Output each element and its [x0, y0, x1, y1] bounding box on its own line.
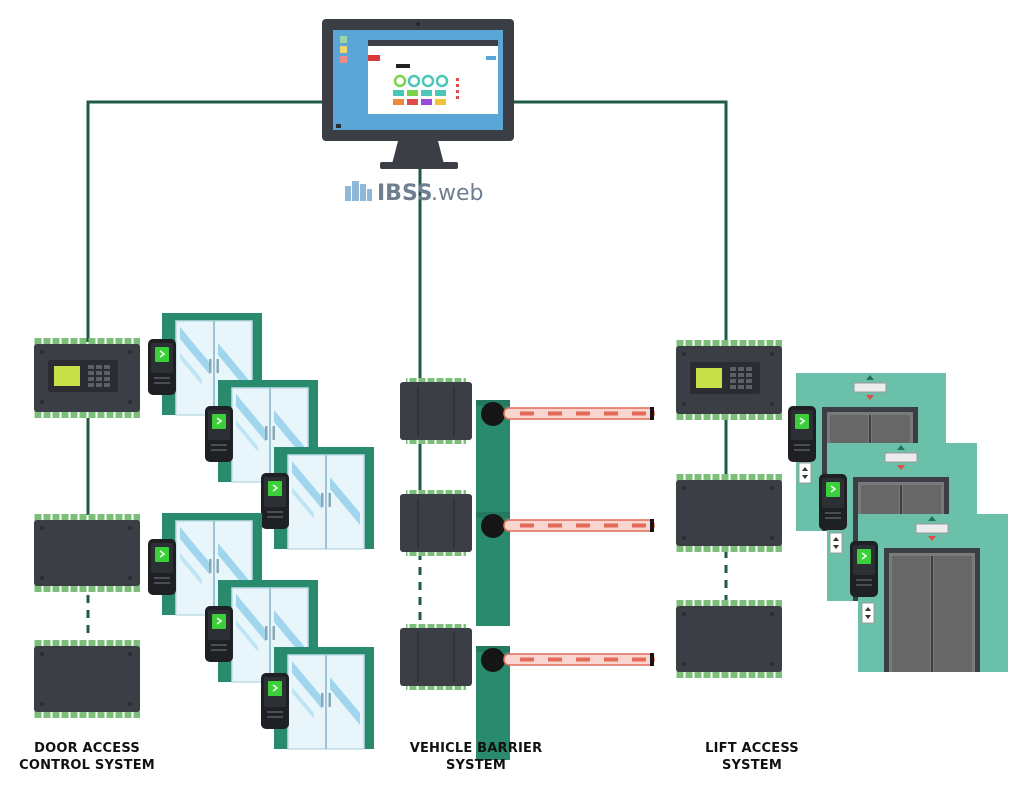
card-reader — [147, 338, 177, 396]
barrier-gate — [475, 511, 655, 627]
vehicle-label-line2: SYSTEM — [445, 758, 507, 773]
card-reader — [260, 672, 290, 730]
door-controller — [34, 514, 140, 592]
door-label-line1: DOOR ACCESS — [34, 741, 140, 756]
card-reader — [849, 540, 879, 598]
barrier-controller — [399, 377, 473, 445]
vehicle-system-label: VEHICLE BARRIER SYSTEM — [396, 740, 556, 774]
card-reader — [260, 472, 290, 530]
lift-controller — [676, 474, 782, 552]
vehicle-label-line1: VEHICLE BARRIER — [409, 741, 543, 756]
ibss-logo: IBSS .web — [345, 181, 484, 206]
lift-controller-keypad — [676, 340, 782, 420]
card-reader — [204, 605, 234, 663]
logo-suffix: .web — [431, 181, 484, 206]
logo-brand: IBSS — [377, 181, 433, 206]
door-label-line2: CONTROL SYSTEM — [19, 758, 155, 773]
monitor — [322, 19, 514, 169]
card-reader — [787, 405, 817, 463]
lift-call-button — [829, 532, 843, 554]
barrier-controller — [399, 623, 473, 691]
card-reader — [818, 473, 848, 531]
door-controller-keypad — [34, 338, 140, 418]
door-controller — [34, 640, 140, 718]
lift-access-system — [676, 340, 1009, 678]
lift-call-button — [861, 602, 875, 624]
lift-label-line2: SYSTEM — [721, 758, 783, 773]
lift-door-panel — [857, 513, 1009, 673]
lift-system-label: LIFT ACCESS SYSTEM — [676, 740, 828, 774]
card-reader — [147, 538, 177, 596]
lift-label-line1: LIFT ACCESS — [705, 741, 799, 756]
building-icon — [345, 181, 372, 201]
door-access-system — [34, 312, 375, 750]
network-wires — [86, 100, 728, 637]
barrier-controller — [399, 489, 473, 557]
door-system-label: DOOR ACCESS CONTROL SYSTEM — [4, 740, 170, 774]
barrier-gate — [475, 399, 655, 515]
card-reader — [204, 405, 234, 463]
dashboard-window — [368, 40, 498, 114]
lift-controller — [676, 600, 782, 678]
vehicle-barrier-system — [399, 377, 655, 761]
lift-call-button — [798, 462, 812, 484]
